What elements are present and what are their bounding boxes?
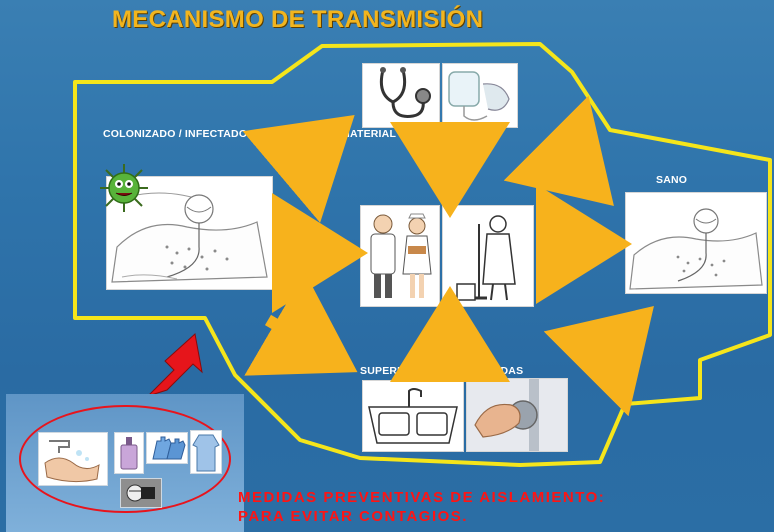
footer-line-2: PARA EVITAR CONTAGIOS.: [238, 508, 468, 525]
iv-bag-image: [442, 63, 518, 128]
gloves-image: [146, 432, 188, 464]
arrow-patient-to-surfaces: [244, 271, 358, 376]
hand-wash-icon: [44, 440, 100, 483]
gown-icon: [192, 434, 220, 472]
door-knob-icon: [474, 379, 539, 451]
page-title: MECANISMO DE TRANSMISIÓN: [112, 6, 484, 33]
healthy-patient-image: [625, 192, 767, 294]
mask-image: [120, 478, 162, 508]
arrow-patient-to-material: [242, 114, 355, 223]
germ-icon: [100, 164, 148, 212]
label-colonizado: COLONIZADO / INFECTADO: [103, 128, 248, 140]
footer-line-1: MEDIDAS PREVENTIVAS DE AISLAMIENTO:: [238, 489, 606, 506]
gloves-icon: [152, 436, 186, 460]
arrow-surfaces-to-sano: [543, 306, 654, 417]
patient-bed-icon: [629, 208, 763, 290]
hand-wash-image: [38, 432, 108, 486]
doctor-nurse-icon: [370, 213, 432, 298]
sink-icon: [368, 388, 458, 444]
stethoscope-image: [362, 63, 440, 128]
preventive-measures-ellipse: [19, 405, 231, 513]
stethoscope-icon: [379, 67, 431, 118]
mask-icon: [126, 484, 155, 502]
soap-bottle-image: [114, 432, 144, 474]
iv-bag-icon: [448, 71, 510, 121]
arrow-material-to-sano: [503, 95, 614, 206]
red-arrow: [147, 333, 203, 397]
soap-bottle-icon: [120, 437, 138, 470]
label-sano: SANO: [656, 174, 688, 186]
gown-image: [190, 430, 222, 474]
